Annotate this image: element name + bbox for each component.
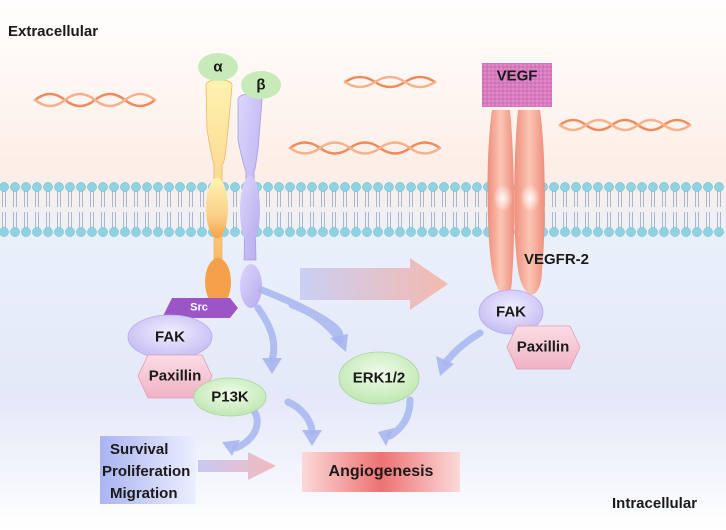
vegf-label: VEGF (496, 67, 538, 85)
pi3k-label: P13K (211, 388, 249, 406)
integrin-alpha (205, 79, 233, 306)
erk-label: ERK1/2 (352, 369, 406, 387)
integrin-beta (237, 93, 263, 308)
angiogenesis-box (302, 452, 460, 492)
pi3k-shape (193, 377, 267, 417)
vegfr2-receptor (487, 110, 545, 296)
alpha-subunit-head (198, 53, 238, 81)
extracellular-label: Extracellular (8, 23, 99, 40)
paxillin-right-label: Paxillin (516, 338, 570, 356)
src-shape (162, 298, 238, 318)
arrow-heads (222, 334, 454, 456)
vegfr2-label: VEGFR-2 (524, 251, 590, 268)
crosstalk-arrow (300, 258, 448, 310)
outcome-survival: Survival (110, 441, 169, 458)
outcome-migration: Migration (110, 485, 178, 502)
outcomes-box (100, 436, 196, 504)
beta-subunit-head (241, 71, 281, 99)
dna-strand-2 (343, 75, 437, 89)
alpha-label: α (213, 58, 223, 76)
paxillin-left-label: Paxillin (148, 367, 202, 385)
outcome-proliferation: Proliferation (102, 463, 191, 480)
dna-strand-4 (558, 118, 692, 132)
intracellular-label: Intracellular (612, 495, 698, 512)
fak-right-label: FAK (496, 303, 526, 321)
erk-shape (338, 351, 420, 405)
fak-right-shape (478, 289, 544, 335)
vegf-box (482, 63, 552, 107)
dna-strand-1 (33, 92, 157, 108)
beta-label: β (256, 76, 266, 94)
dna-strand-3 (288, 141, 442, 155)
outcome-arrow (198, 452, 276, 480)
src-label: Src (190, 301, 208, 314)
paxillin-right-shape (506, 325, 581, 370)
fak-left-label: FAK (155, 328, 185, 346)
angiogenesis-label: Angiogenesis (328, 463, 434, 480)
